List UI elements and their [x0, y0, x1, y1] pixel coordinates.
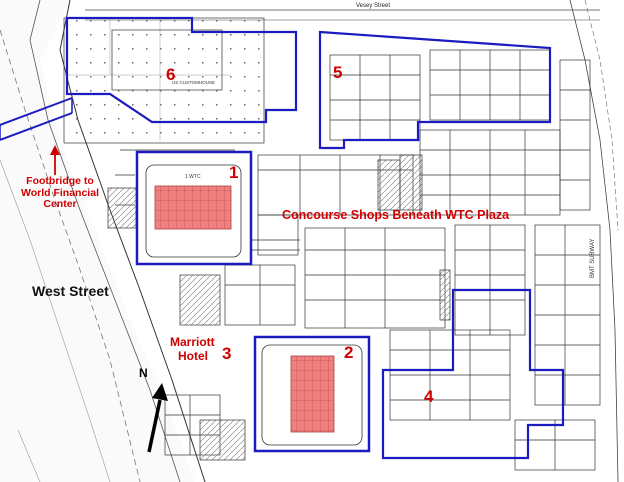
one-wtc-plan-label: 1 WTC [185, 174, 201, 180]
north-arrow [147, 383, 168, 453]
marriott-label-line2: Hotel [178, 348, 208, 363]
building-4-label: 4 [424, 387, 434, 406]
building-5-outline [318, 30, 552, 150]
footbridge-label-line2: World Financial [21, 186, 99, 199]
building-5-label: 5 [333, 63, 343, 82]
vesey-street-label: Vesey Street [356, 3, 391, 9]
footbridge-label: Footbridge to World Financial Center [5, 175, 115, 211]
west-street-label: West Street [32, 283, 109, 299]
footbridge-label-line1: Footbridge to [26, 175, 94, 187]
building-3-label: 3 [222, 344, 232, 363]
marriott-hotel-label: Marriott Hotel [170, 335, 215, 364]
bmt-subway-label: BMT SUBWAY [590, 238, 596, 278]
building-2-label: 2 [344, 343, 354, 362]
building-1-label: 1 [229, 163, 239, 182]
concourse-label: Concourse Shops Beneath WTC Plaza [282, 208, 510, 222]
building-6-outline [65, 16, 298, 124]
building-6-label: 6 [166, 65, 176, 84]
north-label: N [139, 366, 148, 380]
building-2-outline [253, 335, 371, 453]
custom-house-plan-label: US CUSTOMHOUSE [172, 80, 215, 85]
building-4-outline [381, 288, 565, 460]
building-1-outline [135, 150, 253, 266]
footbridge-label-line3: Center [43, 198, 77, 211]
footbridge-arrow [50, 145, 60, 175]
marriott-label-line1: Marriott [170, 335, 215, 349]
